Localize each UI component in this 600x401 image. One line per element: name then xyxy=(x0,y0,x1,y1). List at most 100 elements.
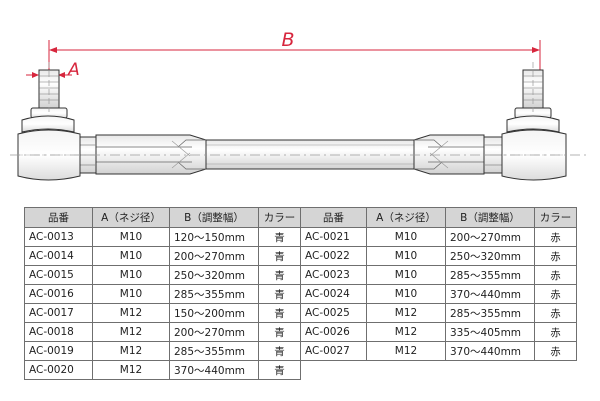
cell-thread: M12 xyxy=(92,303,170,323)
header-thread-left: A（ネジ径） xyxy=(92,207,170,228)
dimension-a xyxy=(26,72,72,78)
cell-thread: M12 xyxy=(366,303,446,323)
empty-cell xyxy=(535,361,577,380)
cell-range: 285～355mm xyxy=(445,265,535,285)
center-rod xyxy=(205,139,415,170)
header-model-right: 品番 xyxy=(300,207,367,228)
dimension-a-arrow-left xyxy=(32,72,39,78)
cell-color: 青 xyxy=(258,360,301,380)
cell-range: 200～270mm xyxy=(445,227,535,247)
cell-thread: M10 xyxy=(92,284,170,304)
stabilizer-link-drawing: B A xyxy=(10,29,590,181)
cell-thread: M10 xyxy=(92,227,170,247)
left-dust-boot xyxy=(21,115,75,133)
cell-range: 370～440mm xyxy=(445,284,535,304)
cell-model: AC-0013 xyxy=(24,227,93,247)
cell-color: 青 xyxy=(258,303,301,323)
cell-range: 285～355mm xyxy=(169,341,259,361)
cell-color: 青 xyxy=(258,322,301,342)
dimension-b-arrow-right xyxy=(532,47,540,53)
cell-color: 赤 xyxy=(534,246,577,266)
left-lock-nut xyxy=(77,136,97,174)
cell-thread: M12 xyxy=(92,360,170,380)
cell-range: 200～270mm xyxy=(169,322,259,342)
cell-model: AC-0020 xyxy=(24,360,93,380)
cell-color: 赤 xyxy=(534,341,577,361)
header-thread-right: A（ネジ径） xyxy=(366,207,446,228)
right-ball-joint xyxy=(501,69,567,181)
header-range-right: B（調整幅） xyxy=(445,207,535,228)
right-hex-adjuster xyxy=(413,134,485,175)
cell-model: AC-0016 xyxy=(24,284,93,304)
cell-range: 150～200mm xyxy=(169,303,259,323)
dimension-b-label: B xyxy=(281,29,294,51)
cell-range: 370～440mm xyxy=(445,341,535,361)
table-header-row: 品番 A（ネジ径） B（調整幅） カラー 品番 A（ネジ径） B（調整幅） カラ… xyxy=(24,207,577,228)
cell-model: AC-0019 xyxy=(24,341,93,361)
cell-thread: M10 xyxy=(366,265,446,285)
dimension-b-arrow-left xyxy=(49,47,57,53)
cell-color: 青 xyxy=(258,246,301,266)
cell-thread: M10 xyxy=(366,227,446,247)
dimension-a-arrow-right xyxy=(58,72,65,78)
cell-range: 120～150mm xyxy=(169,227,259,247)
cell-model: AC-0018 xyxy=(24,322,93,342)
cell-color: 青 xyxy=(258,265,301,285)
cell-color: 青 xyxy=(258,341,301,361)
cell-color: 赤 xyxy=(534,322,577,342)
cell-range: 285～355mm xyxy=(169,284,259,304)
cell-model: AC-0021 xyxy=(300,227,367,247)
cell-model: AC-0017 xyxy=(24,303,93,323)
cell-model: AC-0026 xyxy=(300,322,367,342)
cell-color: 赤 xyxy=(534,284,577,304)
cell-thread: M10 xyxy=(366,246,446,266)
empty-cell xyxy=(446,361,535,380)
cell-model: AC-0015 xyxy=(24,265,93,285)
cell-thread: M12 xyxy=(366,341,446,361)
cell-model: AC-0014 xyxy=(24,246,93,266)
cell-range: 200～270mm xyxy=(169,246,259,266)
cell-range: 285～355mm xyxy=(445,303,535,323)
header-range-left: B（調整幅） xyxy=(169,207,259,228)
left-ball-joint xyxy=(17,69,81,181)
cell-thread: M10 xyxy=(92,265,170,285)
cell-thread: M12 xyxy=(92,341,170,361)
link-rod xyxy=(205,139,415,170)
header-color-right: カラー xyxy=(534,207,577,228)
cell-model: AC-0024 xyxy=(300,284,367,304)
empty-cell xyxy=(301,361,367,380)
header-model-left: 品番 xyxy=(24,207,93,228)
header-color-left: カラー xyxy=(258,207,301,228)
cell-model: AC-0027 xyxy=(300,341,367,361)
cell-range: 250～320mm xyxy=(445,246,535,266)
cell-color: 青 xyxy=(258,284,301,304)
cell-model: AC-0025 xyxy=(300,303,367,323)
empty-cell xyxy=(367,361,446,380)
cell-model: AC-0022 xyxy=(300,246,367,266)
cell-range: 370～440mm xyxy=(169,360,259,380)
cell-model: AC-0023 xyxy=(300,265,367,285)
cell-thread: M12 xyxy=(92,322,170,342)
left-hex-adjuster xyxy=(95,134,207,175)
cell-thread: M10 xyxy=(92,246,170,266)
cell-thread: M10 xyxy=(366,284,446,304)
cell-color: 赤 xyxy=(534,303,577,323)
dimension-a-label: A xyxy=(67,60,80,80)
cell-thread: M12 xyxy=(366,322,446,342)
cell-color: 青 xyxy=(258,227,301,247)
cell-range: 250～320mm xyxy=(169,265,259,285)
cell-color: 赤 xyxy=(534,227,577,247)
left-ball-housing xyxy=(17,129,81,181)
cell-range: 335～405mm xyxy=(445,322,535,342)
cell-color: 赤 xyxy=(534,265,577,285)
spec-table: 品番 A（ネジ径） B（調整幅） カラー 品番 A（ネジ径） B（調整幅） カラ… xyxy=(24,207,577,380)
